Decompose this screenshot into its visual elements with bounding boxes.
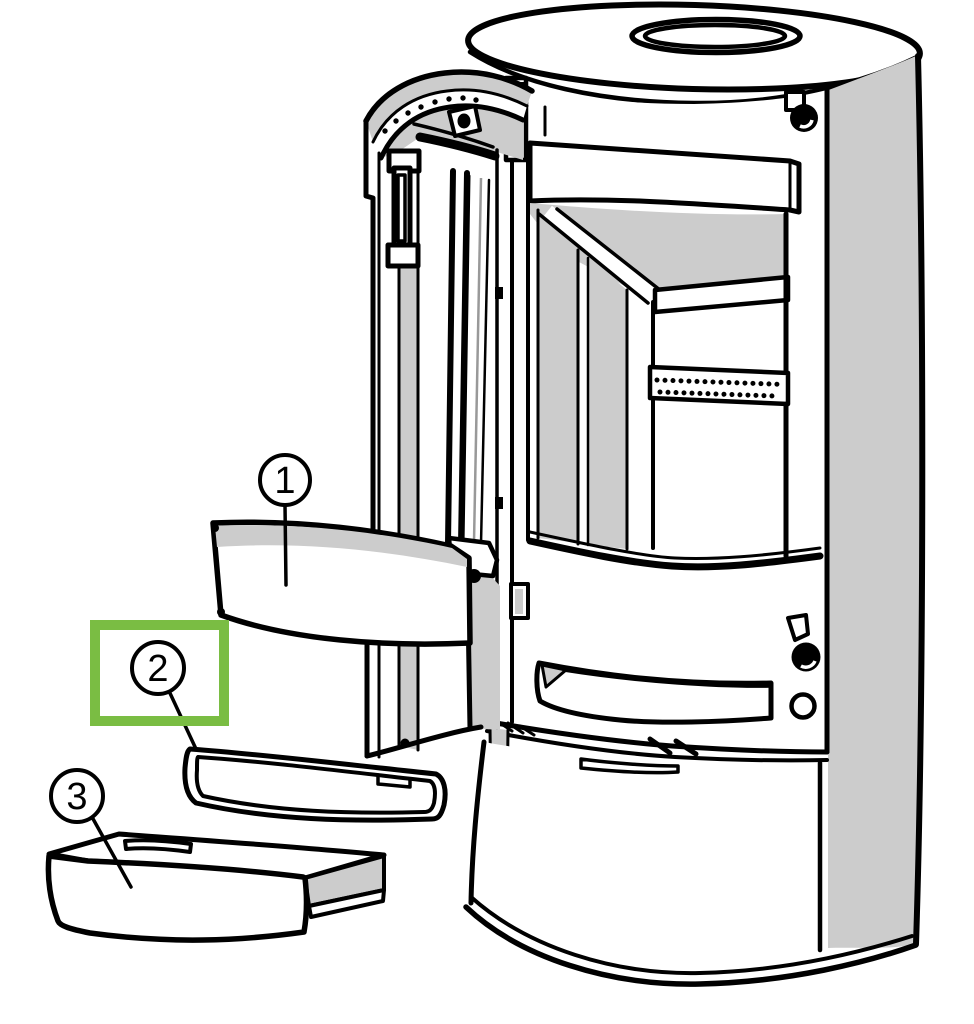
air-holes-row-2 [657, 389, 775, 399]
door-bottom-arc [364, 724, 484, 759]
callout-1-leader [283, 503, 288, 587]
lip-hash-2 [506, 721, 525, 735]
callout-2-number: 2 [147, 648, 168, 690]
opening-sill [526, 537, 824, 571]
pan-side-bottom [307, 888, 386, 919]
lip-lower [485, 729, 829, 763]
jamb-strip-1 [538, 218, 578, 543]
hinge-knuckle-2 [495, 497, 503, 509]
part-2-trim-strip [182, 746, 448, 823]
part1-corner-dot-bottom [217, 608, 225, 616]
crescent-mid-arc [371, 88, 529, 144]
glass-bar-left [445, 168, 456, 547]
body-side-shade [828, 56, 923, 948]
flue-collar-inner [642, 22, 788, 50]
slot-inner-line [562, 668, 772, 688]
glass-line-3 [479, 178, 491, 546]
door-frame-top [412, 104, 500, 161]
lintel-band [527, 140, 802, 215]
firebox-opening [526, 140, 824, 571]
front-slot-recess [534, 660, 774, 725]
callout-1: 1 [258, 453, 312, 507]
top-rim-shade [826, 56, 920, 103]
part-1-door-front-panel [210, 519, 473, 647]
callout-2: 2 [130, 640, 186, 696]
air-holes-strip [647, 364, 791, 407]
stove-body [463, 1, 926, 987]
bottom-rim-outer [463, 904, 919, 987]
crescent-outer-band [366, 72, 532, 142]
door-outer-edge [363, 118, 376, 759]
part-3-ash-pan [45, 831, 387, 943]
glass-line-1 [461, 174, 471, 547]
interior-upper-shade [530, 203, 788, 302]
jamb-strip-2 [588, 258, 627, 549]
callout-2-circle [130, 640, 186, 696]
callout-3-leader [90, 815, 133, 889]
callout-3: 3 [49, 768, 105, 824]
door-bottom-bolt [400, 738, 410, 748]
hinge-tab-shade [515, 589, 523, 614]
upper-latch [784, 90, 818, 132]
lower-latch [786, 613, 821, 672]
part1-top-shade [215, 525, 467, 567]
opening-sill-inner [528, 530, 822, 561]
slot-shade-wedge [540, 663, 568, 689]
handle-bottom-foot [385, 242, 421, 269]
door-curve-shade [399, 252, 418, 750]
callouts: 1 2 3 [49, 453, 312, 889]
callout-3-circle [49, 768, 105, 824]
front-hole [789, 692, 817, 720]
stove-door-open [363, 69, 535, 759]
hinge-knuckle-1 [495, 287, 503, 299]
drawer-pull-notch [579, 757, 680, 775]
crescent-outer-arc [363, 69, 535, 124]
body-right-edge [913, 53, 926, 947]
callout-1-number: 1 [274, 460, 295, 502]
latch-keeper-2 [673, 738, 699, 757]
crescent-inner-arc [378, 103, 526, 161]
air-holes-row-1 [654, 377, 780, 387]
part2-outline [182, 746, 448, 823]
drawer-left-edge [468, 739, 487, 906]
lip-upper [487, 719, 830, 755]
glass-line-2 [472, 177, 483, 543]
jamb-diagonal-edge-left [537, 212, 650, 305]
lip-hash-3 [518, 724, 536, 737]
part2-inner-line [194, 755, 437, 815]
frame-top-bar [415, 132, 500, 161]
callout-1-circle [258, 453, 312, 507]
part2-notch [376, 773, 412, 789]
glass-bar-right [458, 170, 470, 548]
door-bottom-shade [467, 550, 500, 730]
pan-handle-slot [123, 838, 193, 854]
upper-latch-highlight [799, 119, 814, 129]
handle-grip-slot [396, 173, 407, 243]
lower-latch-bracket [786, 613, 810, 642]
jamb-diagonal-edge-right [555, 207, 667, 296]
highlight-box [90, 620, 229, 726]
door-glass-frame [445, 168, 491, 548]
drawer-face [470, 742, 820, 959]
part1-corner-dot-top [211, 524, 219, 532]
pan-front-panel [45, 853, 310, 943]
callout-3-number: 3 [66, 776, 87, 818]
bottom-rim-inner [469, 895, 914, 976]
door-air-holes [382, 95, 479, 134]
door-bolt [457, 113, 471, 129]
lower-latch-highlight [800, 660, 817, 669]
door-handle [385, 148, 422, 269]
latch-keeper-1 [647, 736, 673, 756]
drawer-front [468, 739, 823, 959]
jamb-diagonal-band [542, 205, 660, 305]
